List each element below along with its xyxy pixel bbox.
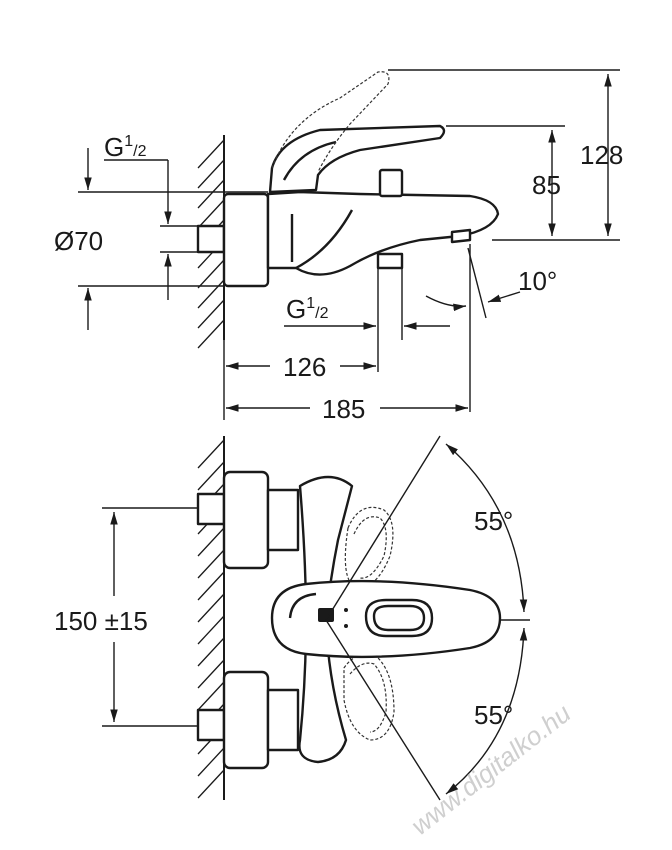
angle-arc-upper — [445, 443, 528, 613]
connector-nut-top — [196, 224, 226, 254]
angle-arc-lower — [445, 627, 528, 795]
angle-upper-label: 55° — [474, 506, 513, 536]
dim-185-label: 185 — [322, 394, 365, 424]
front-view: 55° 55° 150 ±15 — [54, 435, 530, 801]
temp-indicator — [318, 608, 334, 622]
dim-150-label: 150 ±15 — [54, 606, 148, 636]
angle-spout-label: 10° — [518, 266, 557, 296]
connector-nut-lower — [196, 708, 226, 742]
angle-lower-label: 55° — [474, 700, 513, 730]
escutcheon-upper — [222, 470, 270, 570]
escutcheon-lower — [222, 670, 270, 770]
wall-hatch-bottom — [197, 436, 225, 800]
side-view: 128 85 Ø70 G1/2 G1/2 10° — [54, 69, 623, 424]
dim-85-label: 85 — [532, 170, 561, 200]
lever-knob-oval — [364, 598, 434, 638]
dim-126-label: 126 — [283, 352, 326, 382]
thread-bottom-label: G1/2 — [286, 294, 329, 324]
lever-lower-ghost — [343, 653, 395, 741]
lever-raised-ghost — [271, 71, 390, 173]
thread-top-label: G1/2 — [104, 132, 147, 162]
diameter-label: Ø70 — [54, 226, 103, 256]
connector-nut-upper — [196, 492, 226, 526]
lever-handle-side — [268, 124, 446, 194]
escutcheon-top — [222, 192, 270, 288]
shower-outlet — [376, 252, 404, 270]
diverter-knob — [378, 168, 404, 198]
dim-128-label: 128 — [580, 140, 623, 170]
